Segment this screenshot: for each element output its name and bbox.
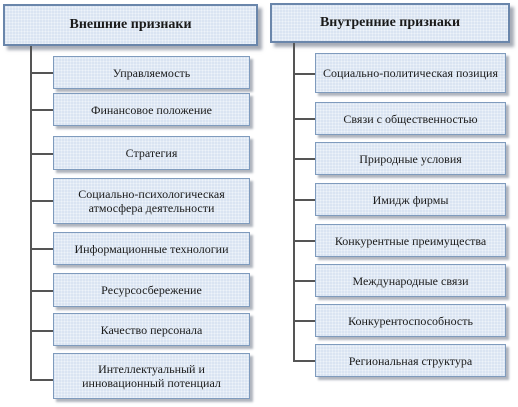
right-spine-line	[293, 43, 295, 360]
right-item-mezhdunarodnye-svyazi: Международные связи	[315, 264, 506, 297]
left-item-strategiya: Стратегия	[53, 136, 250, 170]
left-item-informacionnye-tehnologii: Информационные технологии	[53, 232, 250, 265]
right-connector	[293, 280, 315, 282]
left-connector	[30, 248, 53, 250]
right-item-prirodnye-usloviya: Природные условия	[315, 142, 506, 175]
right-connector	[293, 118, 315, 120]
left-header: Внешние признаки	[3, 4, 258, 46]
left-connector	[30, 72, 53, 74]
left-connector	[30, 330, 53, 332]
right-header: Внутренние признаки	[270, 3, 510, 43]
right-item-konkurentnye-preimushchestva: Конкурентные преимущества	[315, 224, 506, 257]
right-connector	[293, 158, 315, 160]
right-connector	[293, 199, 315, 201]
right-connector	[293, 240, 315, 242]
right-connector	[293, 360, 315, 362]
left-item-socialno-psihologicheskaya: Социально-психологическая атмосфера деят…	[53, 178, 250, 224]
left-connector	[30, 290, 53, 292]
right-item-imidzh-firmy: Имидж фирмы	[315, 183, 506, 216]
left-spine-line	[30, 46, 32, 380]
left-item-intellektualnyj-potencial: Интеллектуальный и инновационный потенци…	[53, 353, 250, 399]
left-connector	[30, 153, 53, 155]
left-item-resursosberezhenie: Ресурсосбережение	[53, 273, 250, 307]
right-item-svyazi-s-obshchestvennostyu: Связи с общественностью	[315, 102, 506, 135]
left-connector	[30, 379, 53, 381]
right-connector	[293, 320, 315, 322]
right-item-socialno-politicheskaya: Социально-политическая позиция	[315, 53, 506, 93]
right-item-konkurentosposobnost: Конкурентоспособность	[315, 304, 506, 337]
left-connector	[30, 109, 53, 111]
left-item-finansovoe-polozhenie: Финансовое положение	[53, 93, 250, 126]
left-item-upravlyaemost: Управляемость	[53, 56, 250, 89]
right-item-regionalnaya-struktura: Региональная структура	[315, 344, 506, 377]
right-connector	[293, 73, 315, 75]
left-connector	[30, 200, 53, 202]
left-item-kachestvo-personala: Качество персонала	[53, 313, 250, 346]
